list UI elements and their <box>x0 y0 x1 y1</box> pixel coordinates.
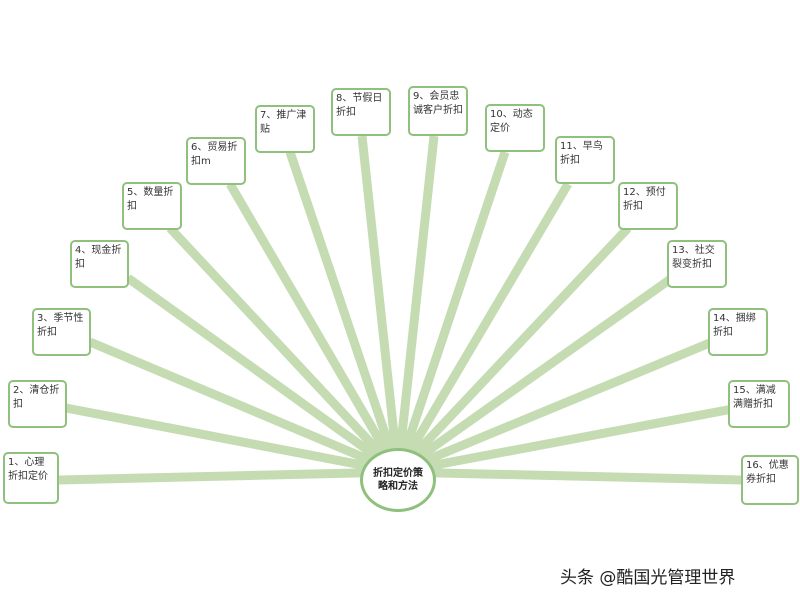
node-5-label: 5、数量折扣 <box>127 187 174 212</box>
node-13: 13、社交裂变折扣 <box>667 240 727 288</box>
node-3: 3、季节性折扣 <box>32 308 91 356</box>
watermark: 头条 @酷国光管理世界 <box>560 568 736 588</box>
node-14: 14、捆绑折扣 <box>708 308 768 356</box>
node-3-label: 3、季节性折扣 <box>37 313 84 338</box>
node-12: 12、预付折扣 <box>618 182 678 230</box>
node-2-label: 2、清仓折扣 <box>13 385 60 410</box>
node-7: 7、推广津贴 <box>255 105 315 153</box>
node-11-label: 11、早鸟折扣 <box>560 141 603 166</box>
node-1: 1、心理折扣定价 <box>3 452 59 504</box>
connector-ray-6 <box>226 181 402 475</box>
connector-ray-15 <box>397 403 739 477</box>
node-8: 8、节假日折扣 <box>331 88 391 136</box>
connector-ray-3 <box>88 337 400 477</box>
node-9: 9、会员忠诚客户折扣 <box>408 86 468 136</box>
node-13-label: 13、社交裂变折扣 <box>672 245 715 270</box>
node-12-label: 12、预付折扣 <box>623 187 666 212</box>
node-4: 4、现金折扣 <box>70 240 129 288</box>
node-6-label: 6、贸易折扣m <box>191 142 238 167</box>
connector-ray-13 <box>395 274 675 476</box>
node-11: 11、早鸟折扣 <box>555 136 615 184</box>
connector-ray-1 <box>58 467 399 485</box>
node-7-label: 7、推广津贴 <box>260 110 307 135</box>
connector-ray-8 <box>357 135 403 473</box>
center-node-label: 折扣定价策略和方法 <box>373 468 423 492</box>
node-15-label: 15、满减满赠折扣 <box>733 385 776 410</box>
node-10: 10、动态定价 <box>485 104 545 152</box>
node-8-label: 8、节假日折扣 <box>336 93 383 118</box>
node-9-label: 9、会员忠诚客户折扣 <box>413 91 463 116</box>
center-node: 折扣定价策略和方法 <box>360 448 436 512</box>
connector-ray-9 <box>393 135 439 473</box>
node-15: 15、满减满赠折扣 <box>728 380 790 428</box>
node-14-label: 14、捆绑折扣 <box>713 313 756 338</box>
connector-ray-14 <box>396 337 714 477</box>
connector-ray-11 <box>394 181 572 475</box>
connector-ray-12 <box>394 224 632 476</box>
node-16: 16、优惠券折扣 <box>741 455 799 505</box>
node-16-label: 16、优惠券折扣 <box>746 460 789 485</box>
node-10-label: 10、动态定价 <box>490 109 533 134</box>
connector-ray-7 <box>285 150 403 474</box>
node-2: 2、清仓折扣 <box>8 380 67 428</box>
connector-ray-4 <box>125 274 401 476</box>
connector-ray-16 <box>397 467 743 485</box>
connector-ray-2 <box>65 403 399 477</box>
connector-ray-5 <box>166 224 402 476</box>
node-4-label: 4、现金折扣 <box>75 245 122 270</box>
connector-ray-10 <box>393 150 510 474</box>
node-6: 6、贸易折扣m <box>186 137 246 185</box>
node-1-label: 1、心理折扣定价 <box>8 457 48 482</box>
node-5: 5、数量折扣 <box>122 182 182 230</box>
